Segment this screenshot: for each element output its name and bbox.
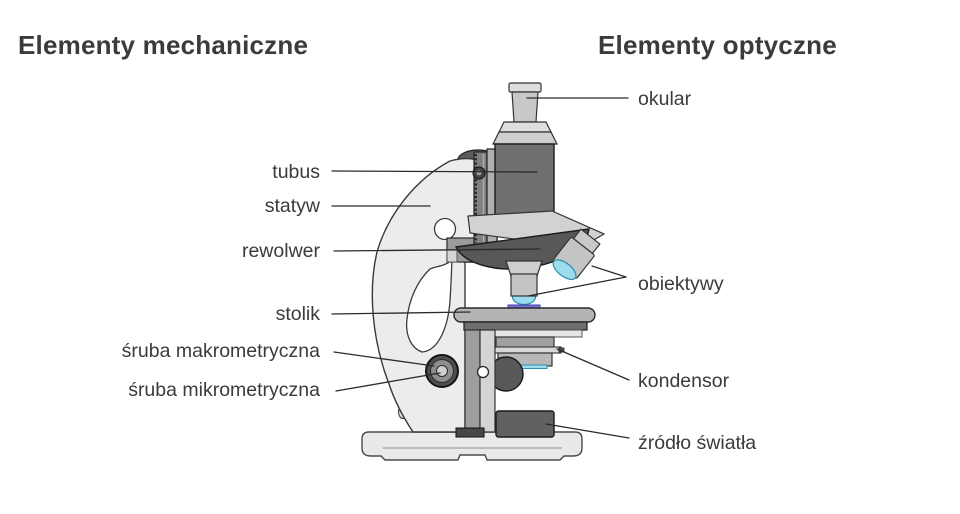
microscope-base (361, 431, 583, 461)
objective-angled (552, 228, 601, 281)
arm-inner-cutout (405, 251, 453, 353)
post-pin (476, 365, 490, 379)
leader-rewolwer (333, 248, 541, 252)
label-kondensor: kondensor (638, 370, 730, 392)
support-post-dark (464, 329, 481, 433)
stage-plate (453, 307, 596, 323)
arm-hole (433, 217, 457, 241)
label-tubus: tubus (272, 161, 320, 183)
label-sruba-mikrometryczna: śruba mikrometryczna (128, 379, 320, 401)
label-stolik: stolik (275, 303, 320, 325)
eyepiece-collar (498, 121, 552, 133)
support-post-light (479, 329, 496, 433)
condenser-flange (488, 346, 562, 354)
objective-angled-lens (552, 259, 577, 281)
leader-tubus (331, 170, 538, 173)
heading-optical-elements: Elementy optyczne (598, 30, 837, 60)
leader-obiektywy-lower (527, 276, 627, 297)
condenser-upper (495, 336, 555, 349)
label-rewolwer: rewolwer (241, 240, 320, 262)
leader-stolik (331, 311, 471, 315)
objective-vertical-body (510, 273, 538, 297)
heading-mechanical-elements: Elementy mechaniczne (18, 30, 309, 60)
label-statyw: statyw (264, 195, 320, 217)
tube-body (494, 143, 555, 217)
leader-zrodlo-swiatla (545, 423, 630, 439)
eyepiece-flange (492, 131, 558, 145)
label-okular: okular (638, 88, 692, 110)
fine-focus-knob (436, 365, 448, 377)
eyepiece-cap (508, 82, 542, 93)
arm-bracket-step (446, 249, 458, 263)
leader-kondensor (556, 348, 630, 381)
light-source-box (495, 410, 555, 438)
eyepiece-body (511, 91, 539, 123)
leader-sruba-makrometryczna (333, 351, 435, 367)
label-zrodlo-swiatla: źródło światła (638, 432, 757, 454)
leader-obiektywy-upper (591, 265, 627, 278)
support-post-foot (455, 427, 485, 438)
stage-underside-dark (463, 321, 588, 331)
label-sruba-makrometryczna: śruba makrometryczna (121, 340, 320, 362)
leader-sruba-mikrometryczna (335, 372, 441, 392)
label-obiektywy: obiektywy (638, 273, 724, 295)
